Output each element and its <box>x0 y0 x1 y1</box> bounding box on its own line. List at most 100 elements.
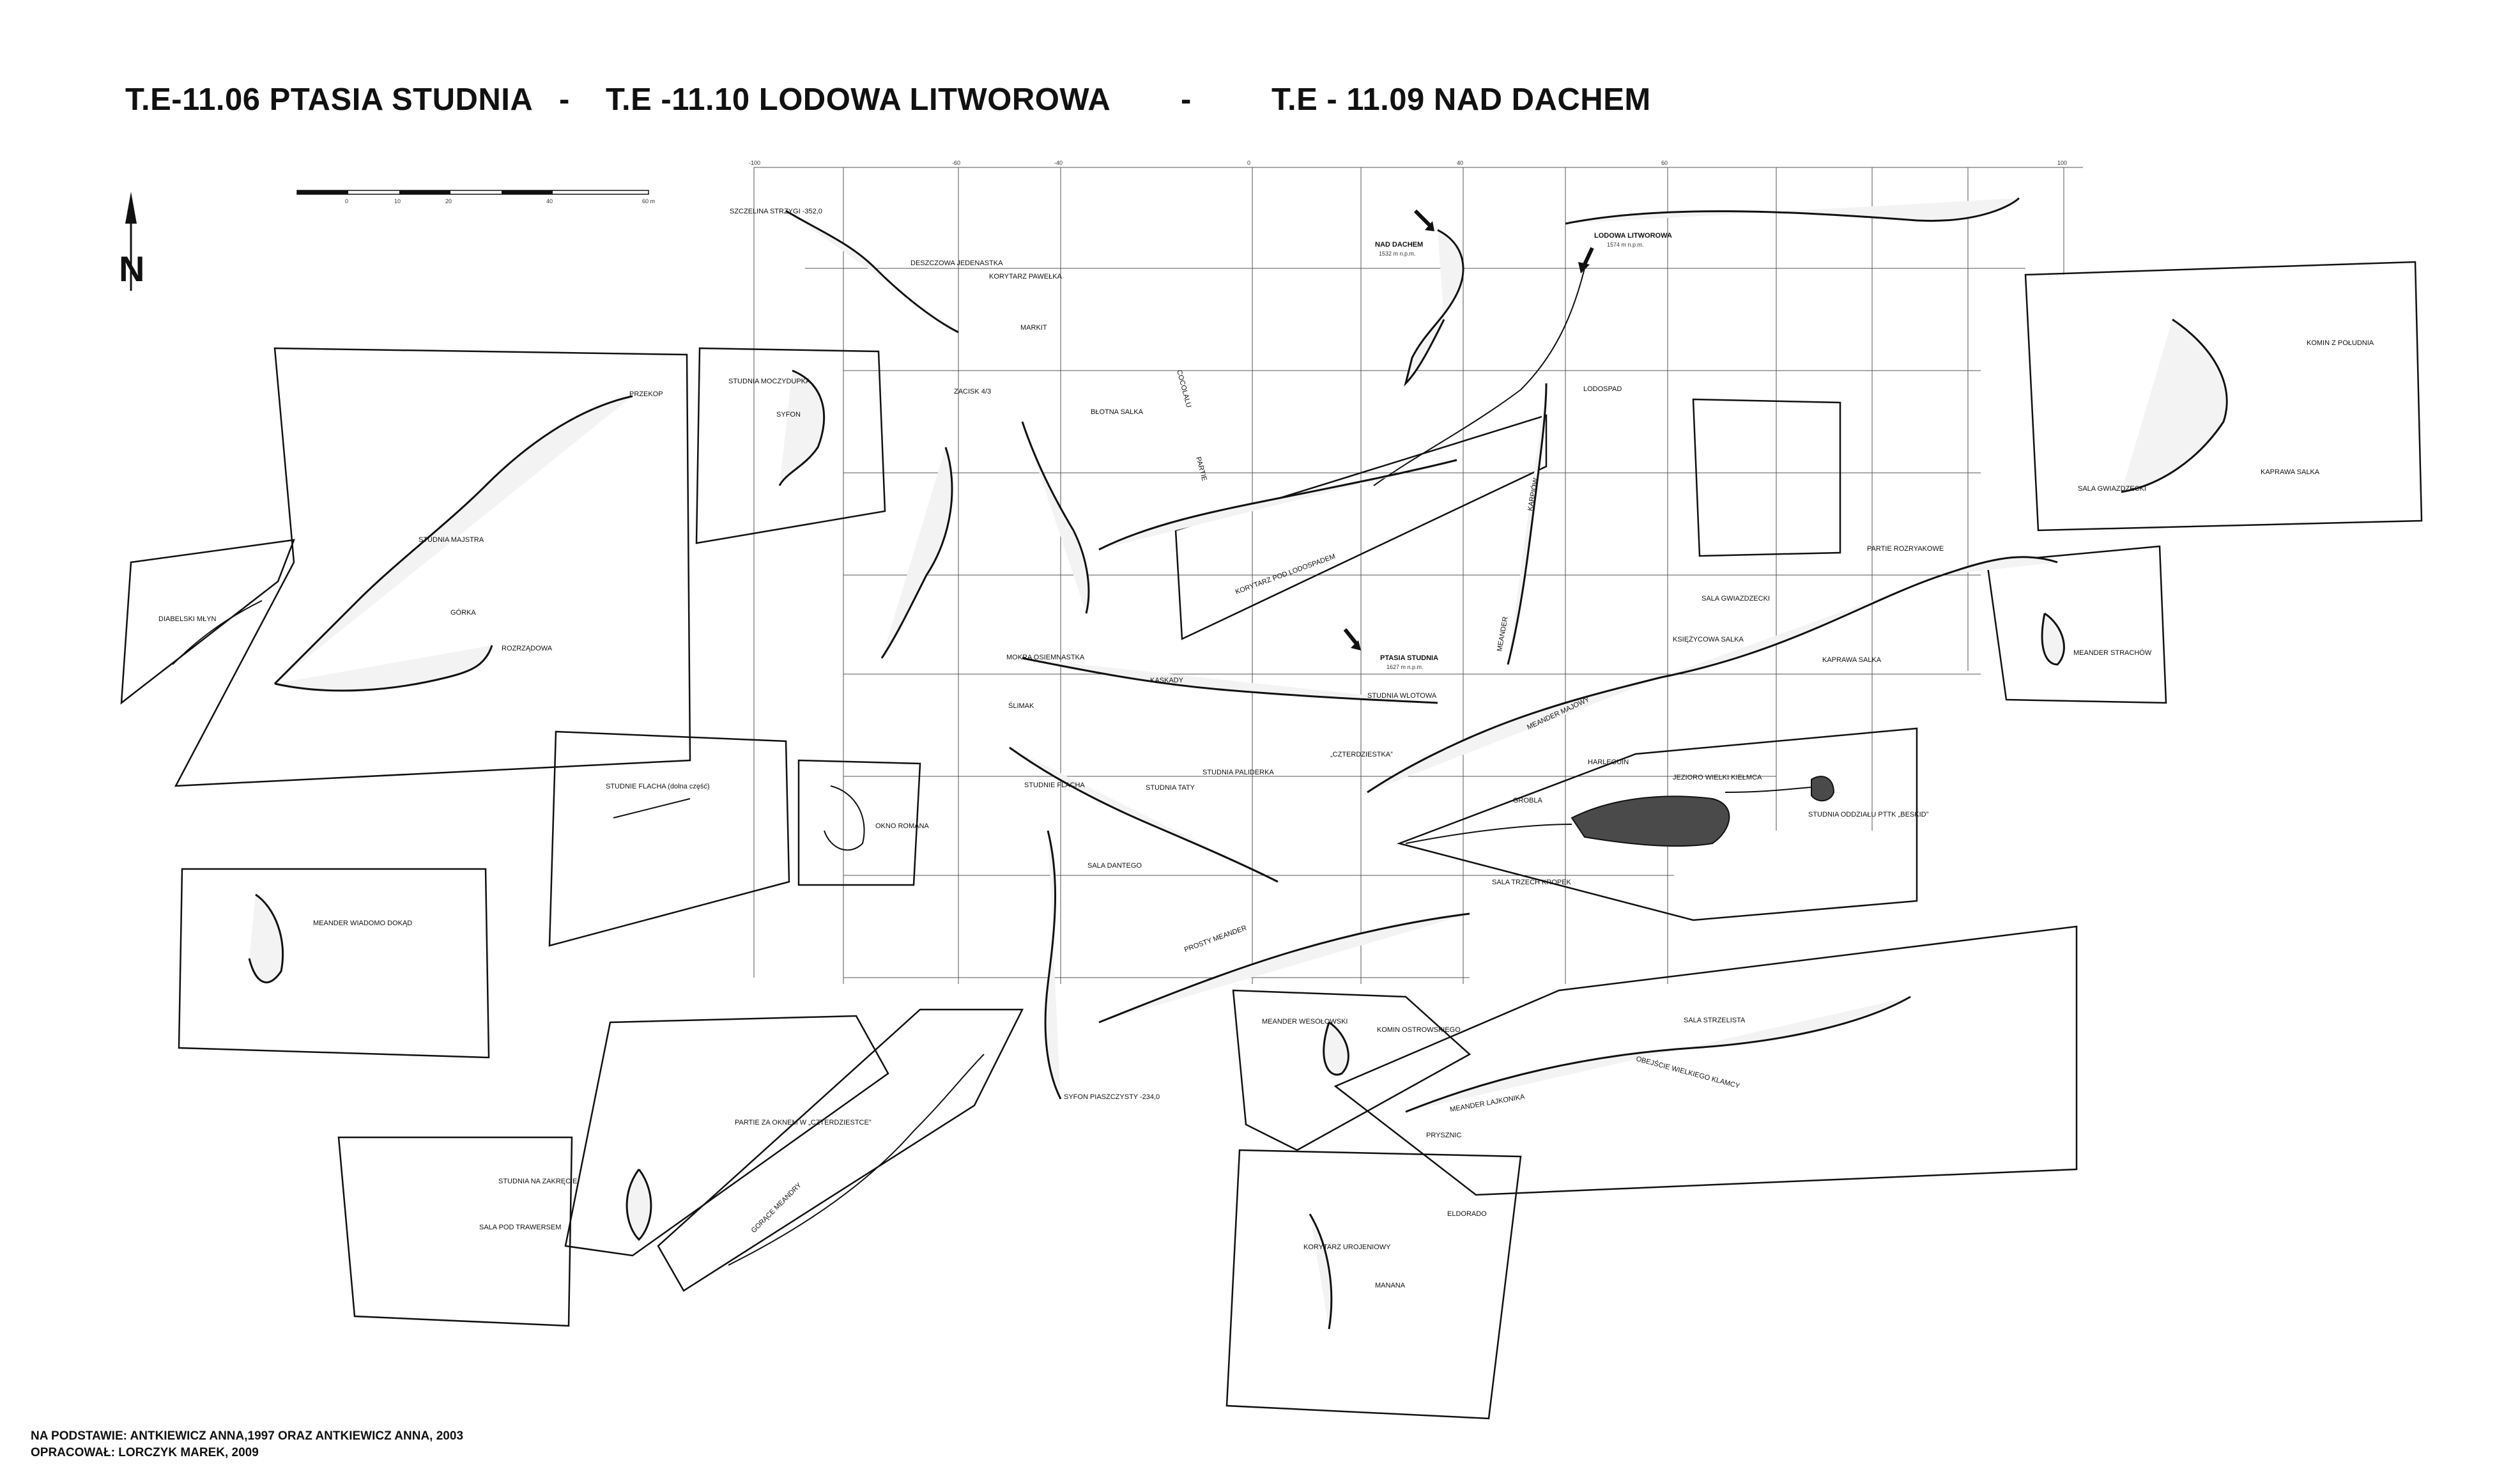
inset-eldorado <box>1225 1149 1522 1420</box>
passage-meander-majowy <box>1367 676 1662 794</box>
lake-small <box>1811 776 1835 802</box>
north-letter: N <box>119 249 144 289</box>
label-rozryakowe: PARTIE ROZRYAKOWE <box>1867 545 1944 553</box>
label-komin-ostrowskiego: KOMIN OSTROWSKIEGO <box>1377 1026 1461 1034</box>
label-jezioro: JEZIORO WIELKI KIEŁMCA <box>1673 774 1762 781</box>
entrance-alt-nad-dachem: 1532 m n.p.m. <box>1379 250 1416 257</box>
coordinate-grid: -100 -60 -40 0 40 60 100 <box>749 160 2083 984</box>
label-diabelski-mlyn: DIABELSKI MŁYN <box>158 615 217 623</box>
label-meander-wiadomo: MEANDER WIADOMO DOKĄD <box>313 919 412 927</box>
entrance-arrow-icon <box>1351 640 1361 650</box>
inset-gorace-meandry <box>657 1008 1024 1292</box>
passage-meander-karpiow <box>1507 383 1548 665</box>
inset-sala-pod-trawersem <box>337 1136 573 1327</box>
label-okno-romana: OKNO ROMANA <box>875 822 929 830</box>
label-studnia-na-zakrecie: STUDNIA NA ZAKRĘCIE <box>498 1178 577 1185</box>
scale-bar: 0 10 20 40 60 m <box>296 190 655 204</box>
passage-zacisk <box>880 447 953 659</box>
grid-tick: 60 <box>1661 160 1668 166</box>
label-syfon: SYFON <box>776 411 801 419</box>
label-karpiow: KARPIÓW <box>1526 477 1540 511</box>
passage-flacha-inset <box>613 798 691 819</box>
passage-prosty-meander <box>1098 912 1470 1024</box>
entrance-arrow-icon <box>1578 262 1590 273</box>
credit-source: NA PODSTAWIE: ANTKIEWICZ ANNA,1997 ORAZ … <box>31 1429 464 1443</box>
scale-tick: 40 <box>546 198 553 204</box>
passage-to-studnia-beskid <box>1725 787 1812 793</box>
title-separator: - <box>559 82 570 117</box>
label-partie: PARTIE <box>1194 456 1208 482</box>
passage-blotna-salka <box>1021 421 1090 614</box>
passage-kaskady <box>1022 657 1438 704</box>
passage-lodowa-litworowa-upper <box>1565 197 2020 225</box>
label-markit: MARKIT <box>1020 324 1047 332</box>
grid-tick: 40 <box>1457 160 1463 166</box>
label-meander-strachow: MEANDER STRACHÓW <box>2073 649 2152 657</box>
label-sala-dantego: SALA DANTEGO <box>1087 862 1142 870</box>
title-part-nad-dachem: T.E - 11.09 NAD DACHEM <box>1272 82 1651 117</box>
label-gorka: GÓRKA <box>450 608 476 617</box>
passage-gorka <box>273 395 633 685</box>
label-deszczowa-jedenastka: DESZCZOWA JEDENASTKA <box>910 259 1003 267</box>
label-slimak: ŚLIMAK <box>1008 702 1034 710</box>
scale-tick: 20 <box>445 198 452 204</box>
entrance-arrow-icon <box>1413 209 1433 229</box>
label-syfon-piaszczysty: SYFON PIASZCZYSTY -234,0 <box>1064 1093 1160 1101</box>
inset-studnie-flacha <box>548 730 790 947</box>
passage-gwiazdzeki-inset <box>2121 318 2228 493</box>
label-czterdziestka: „CZTERDZIESTKA” <box>1330 751 1393 758</box>
scale-tick: 60 m <box>642 198 655 204</box>
scale-tick: 10 <box>394 198 401 204</box>
entrance-alt-lodowa-litworowa: 1574 m n.p.m. <box>1607 242 1644 248</box>
label-korytarz-pawelka: KORYTARZ PAWEŁKA <box>989 273 1063 281</box>
scale-tick: 0 <box>345 198 348 204</box>
passage-eldorado <box>1309 1213 1333 1330</box>
inset-studnia-moczydupka <box>695 347 886 544</box>
inset-meander-wiadomo <box>178 868 490 1059</box>
entrance-label-lodowa-litworowa: LODOWA LITWOROWA <box>1594 232 1672 240</box>
label-obejscie: OBEJŚCIE WIELKIEGO KLAMCY <box>1635 1054 1741 1090</box>
label-prosty-meander: PROSTY MEANDER <box>1183 924 1248 954</box>
label-mokra-osiemnastka: MOKRA OSIEMNASTKA <box>1006 654 1085 661</box>
passage-deszczowa <box>785 210 959 334</box>
passage-rozrzadowa <box>274 645 493 692</box>
inset-gorka-rozrzadowa <box>174 347 691 787</box>
inset-jezioro <box>1396 727 1918 921</box>
label-sala-pod-trawersem: SALA POD TRAWERSEM <box>479 1224 561 1231</box>
passage-grobla <box>1405 824 1572 844</box>
grid-tick: -40 <box>1054 160 1063 166</box>
inset-meander-strachow <box>1986 545 2167 704</box>
entrance-markers <box>1343 209 1594 650</box>
passage-nad-dachem <box>1404 229 1464 387</box>
label-kaprawa-salka: KAPRAWA SALKA <box>1822 656 1882 664</box>
label-zacisk: ZACISK 4/3 <box>954 388 991 396</box>
grid-tick: -100 <box>749 160 760 166</box>
label-studnia-majstra: STUDNIA MAJSTRA <box>419 536 484 544</box>
entrance-arrow-icon <box>1425 221 1434 231</box>
entrance-label-nad-dachem: NAD DACHEM <box>1375 241 1423 249</box>
label-sala-strzelista: SALA STRZELISTA <box>1684 1017 1746 1024</box>
label-studnia-beskid: STUDNIA ODDZIAŁU PTTK „BESKID” <box>1808 811 1929 819</box>
cave-passages <box>172 197 2228 1330</box>
inset-obejscie <box>1333 925 2078 1196</box>
label-korytarz-urojeniowy: KORYTARZ UROJENIOWY <box>1303 1243 1391 1251</box>
label-studnie-flacha: STUDNIE FLACHA <box>1024 781 1085 789</box>
passage-okno-romana <box>824 785 865 851</box>
grid-tick: 100 <box>2057 160 2067 166</box>
label-prysznic: PRYSZNIC <box>1426 1132 1461 1139</box>
inset-partie-za-oknem <box>564 1015 889 1257</box>
inset-diabelski-mlyn <box>120 539 295 705</box>
passage-central <box>1009 746 1279 883</box>
passage-wesolowski <box>1323 1021 1349 1076</box>
passage-moczydupka <box>778 369 826 486</box>
entrance-arrow-icon <box>1343 628 1360 647</box>
label-szczelina-strzygi: SZCZELINA STRZYGI -352,0 <box>730 208 822 215</box>
title-part-ptasia: T.E-11.06 PTASIA STUDNIA <box>125 82 534 117</box>
label-studnie-flacha-inset: STUDNIE FLACHA (dolna część) <box>606 783 710 790</box>
label-sala-trzech-kropek: SALA TRZECH KROPEK <box>1492 879 1572 886</box>
passage-lajkonika <box>1405 996 1911 1113</box>
lake-wielki-klamca <box>1571 796 1730 847</box>
label-meander: MEANDER <box>1496 616 1509 652</box>
entrance-label-ptasia-studnia: PTASIA STUDNIA <box>1380 654 1438 662</box>
